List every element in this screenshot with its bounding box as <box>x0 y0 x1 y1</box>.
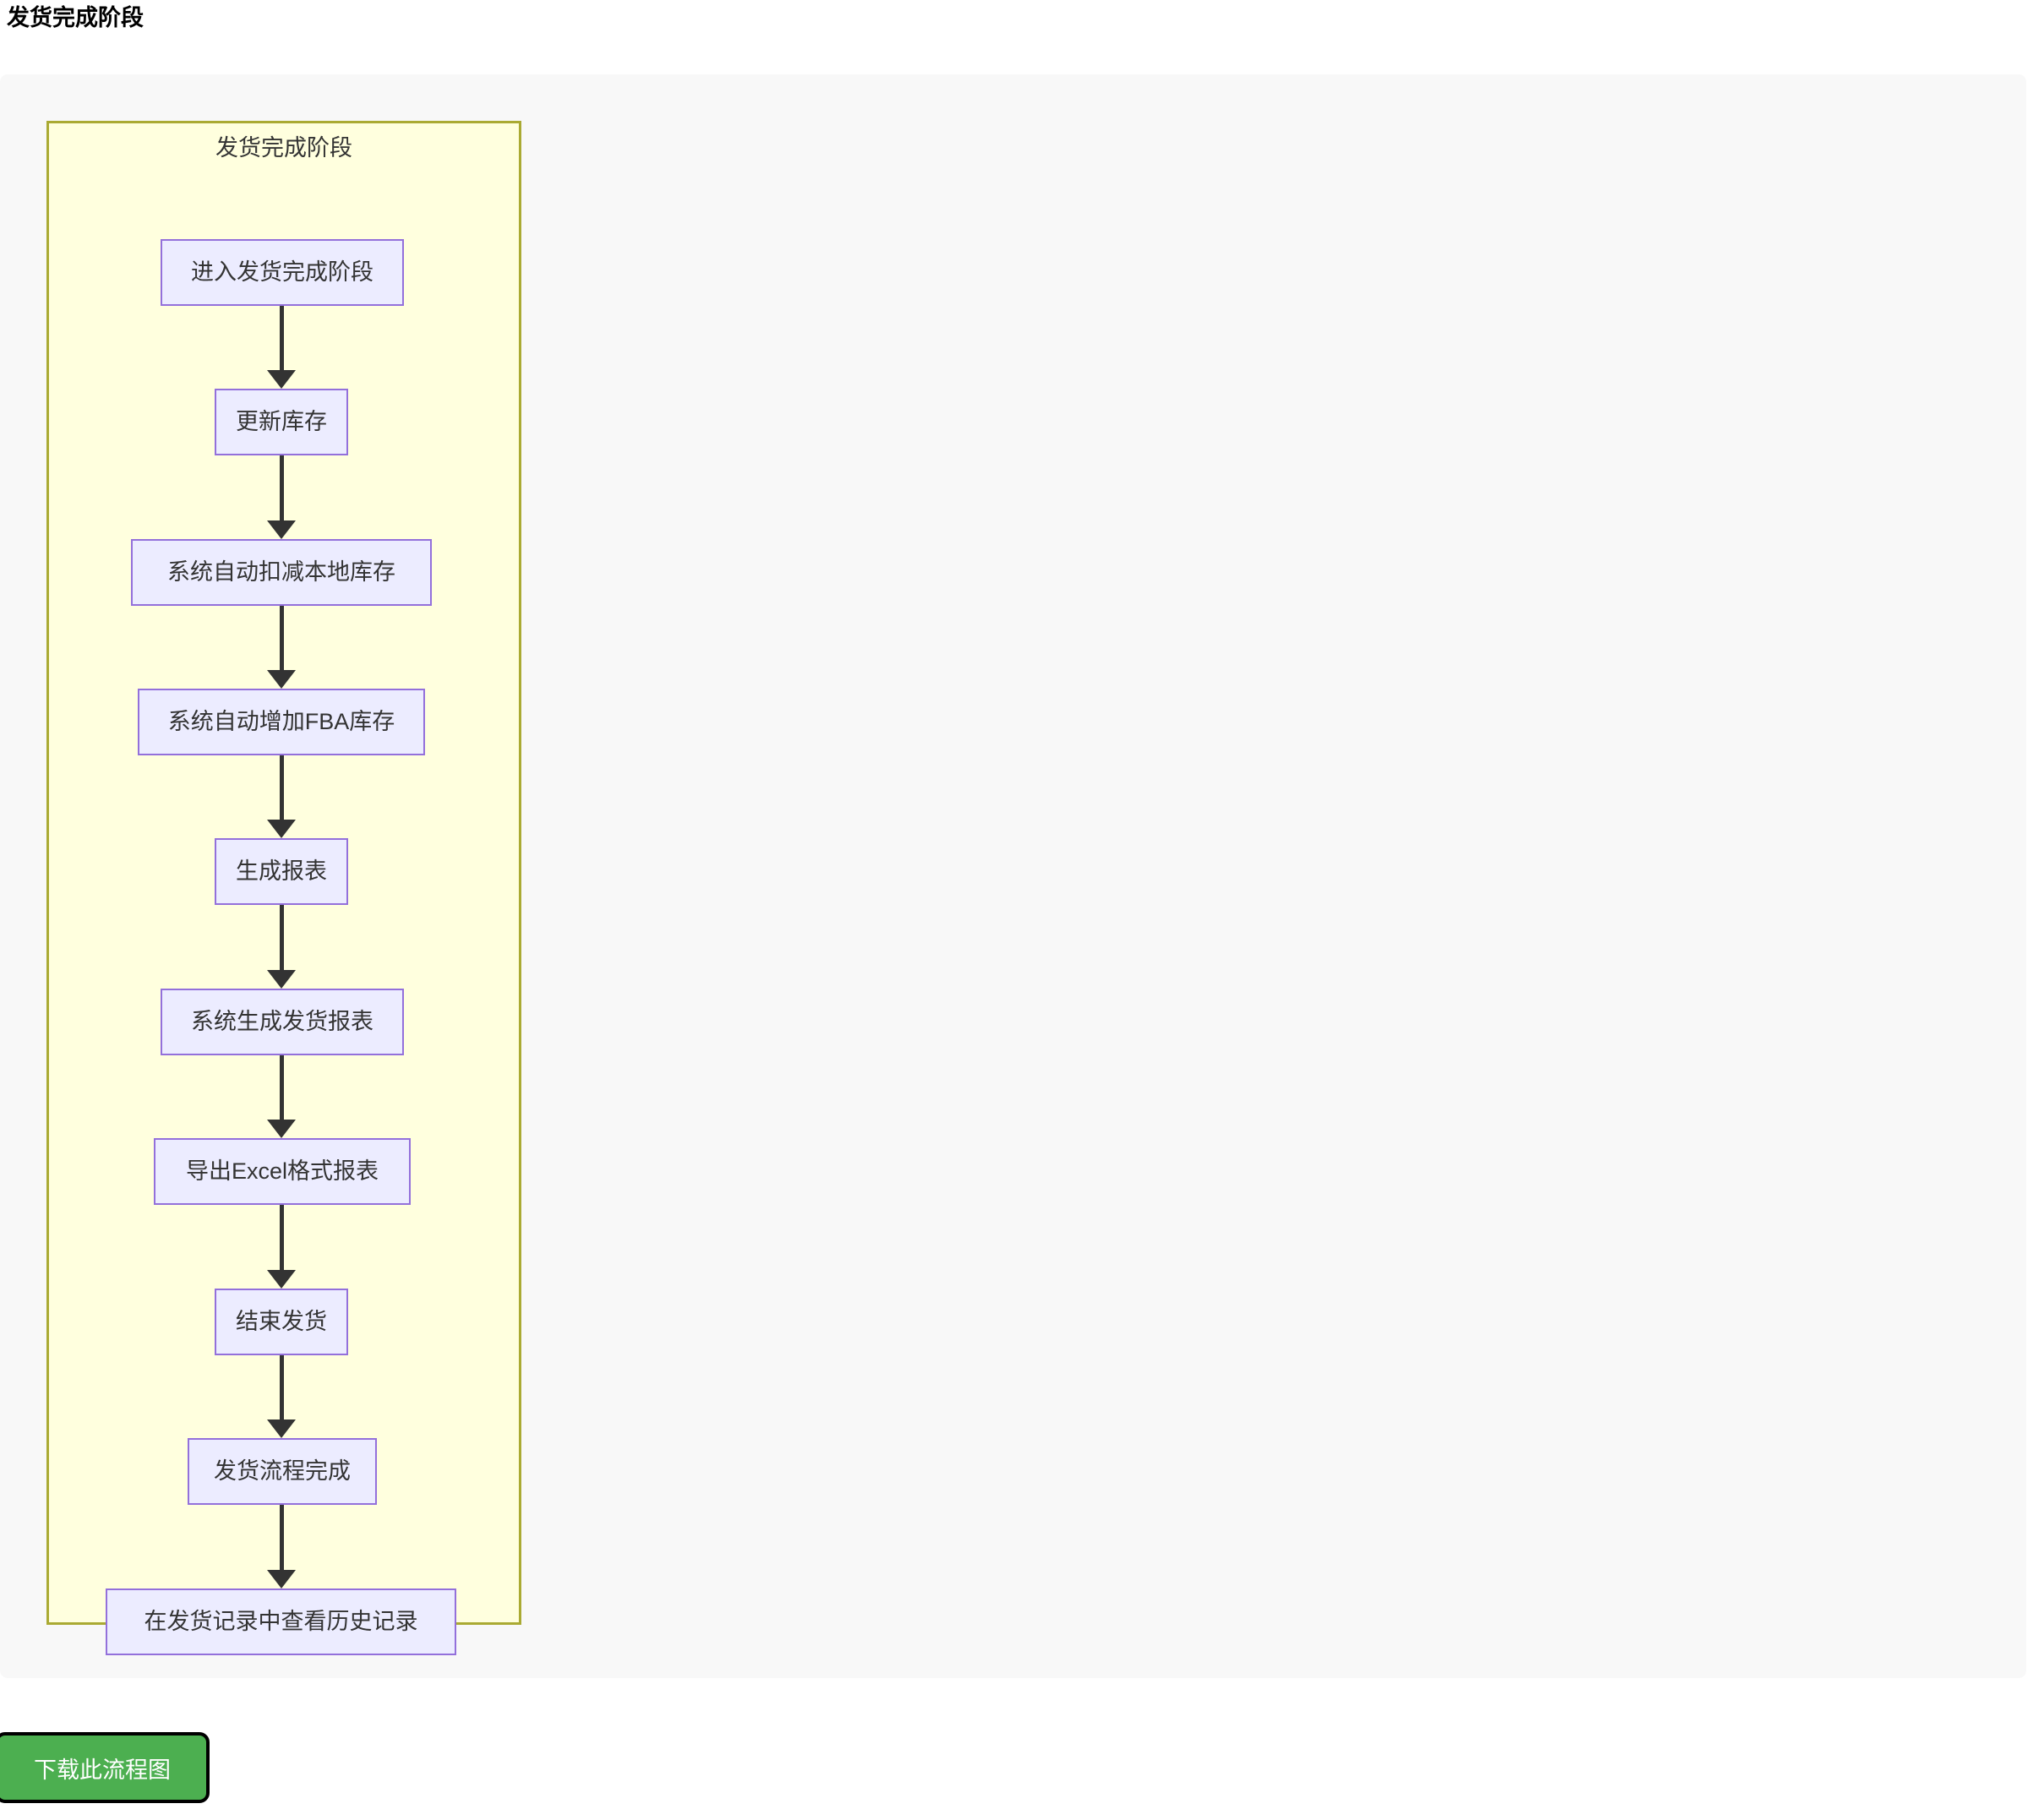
flow-arrowhead-n6-n7 <box>267 1120 296 1138</box>
flow-edge-n7-n8 <box>280 1205 284 1270</box>
flow-node-n6[interactable]: 系统生成发货报表 <box>161 989 404 1055</box>
flow-arrowhead-n7-n8 <box>267 1270 296 1289</box>
flow-arrowhead-n8-n9 <box>267 1419 296 1438</box>
flow-edge-n6-n7 <box>280 1055 284 1120</box>
flow-node-n4[interactable]: 系统自动增加FBA库存 <box>138 689 425 755</box>
flow-node-n9[interactable]: 发货流程完成 <box>188 1438 377 1505</box>
flow-edge-n1-n2 <box>280 306 284 370</box>
page-title: 发货完成阶段 <box>7 5 144 30</box>
flow-arrowhead-n9-n10 <box>267 1570 296 1588</box>
flow-node-n1[interactable]: 进入发货完成阶段 <box>161 239 404 306</box>
flow-node-n7[interactable]: 导出Excel格式报表 <box>154 1138 411 1205</box>
flow-edge-n3-n4 <box>280 606 284 670</box>
flow-node-n10[interactable]: 在发货记录中查看历史记录 <box>106 1588 456 1655</box>
flow-node-n8[interactable]: 结束发货 <box>215 1289 348 1355</box>
flow-edge-n5-n6 <box>280 905 284 970</box>
download-flowchart-button[interactable]: 下载此流程图 <box>0 1732 210 1803</box>
subgraph-title: 发货完成阶段 <box>215 135 352 161</box>
flow-node-n3[interactable]: 系统自动扣减本地库存 <box>131 539 432 606</box>
flow-edge-n2-n3 <box>280 455 284 520</box>
flowchart-svg: 发货完成阶段 进入发货完成阶段 更新库存 系统自动扣减本地库存 系统自动增加FB… <box>0 74 2026 1678</box>
flow-edge-n8-n9 <box>280 1355 284 1419</box>
flow-arrowhead-n4-n5 <box>267 820 296 838</box>
flow-edge-n9-n10 <box>280 1505 284 1570</box>
diagram-surface: 发货完成阶段 进入发货完成阶段 更新库存 系统自动扣减本地库存 系统自动增加FB… <box>0 74 2026 1678</box>
flow-node-n2[interactable]: 更新库存 <box>215 389 348 455</box>
flow-node-n5[interactable]: 生成报表 <box>215 838 348 905</box>
flow-arrowhead-n1-n2 <box>267 370 296 389</box>
flow-edge-n4-n5 <box>280 755 284 820</box>
flow-arrowhead-n5-n6 <box>267 970 296 989</box>
flow-arrowhead-n3-n4 <box>267 670 296 689</box>
flow-arrowhead-n2-n3 <box>267 520 296 539</box>
